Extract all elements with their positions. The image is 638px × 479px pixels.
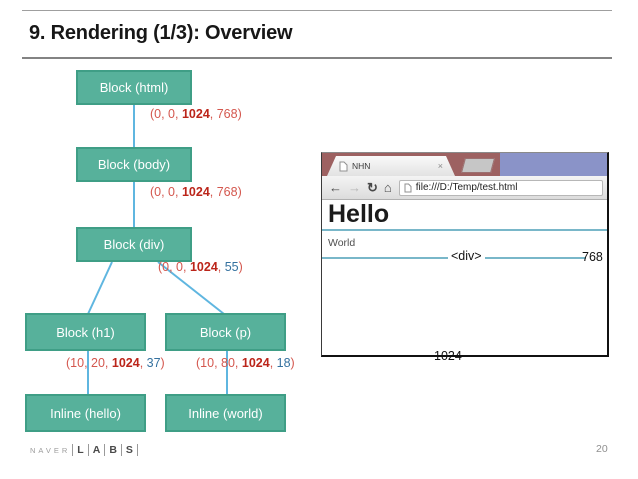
labs-divider: [136, 444, 138, 456]
coord-label-p: (10, 80, 1024, 18): [196, 356, 295, 370]
page-paragraph-world: World: [328, 237, 356, 249]
tree-node-inline-hello: Inline (hello): [25, 394, 146, 432]
window-frame-area: [500, 153, 607, 176]
tab-close-icon: ×: [437, 160, 443, 171]
labs-letter: A: [87, 444, 105, 456]
browser-toolbar: ← → ↻ ⌂ file:///D:/Temp/test.html: [322, 176, 607, 200]
home-icon: ⌂: [383, 180, 392, 195]
address-bar: file:///D:/Temp/test.html: [398, 179, 603, 196]
viewport-height-label: 768: [582, 250, 603, 264]
labs-letter: S: [120, 444, 137, 456]
page-heading-hello: Hello: [328, 200, 390, 228]
page-number: 20: [596, 443, 608, 455]
labs-letter: L: [72, 444, 87, 456]
tree-node-block-h1: Block (h1): [25, 313, 146, 351]
coord-label-h1: (10, 20, 1024, 37): [66, 356, 165, 370]
browser-tab-bar: NHN ×: [322, 153, 607, 176]
page-icon: [404, 183, 412, 192]
browser-page-content: Hello World <div> 768 1024: [322, 200, 607, 363]
tree-node-block-body: Block (body): [76, 147, 192, 182]
labs-letter: B: [104, 444, 121, 456]
div-annotation-label: <div>: [448, 249, 485, 263]
tree-node-inline-world: Inline (world): [165, 394, 286, 432]
coord-label-html: (0, 0, 1024, 768): [150, 107, 242, 121]
browser-screenshot: NHN × ← → ↻ ⌂ file:///D:/Temp/test.html …: [321, 152, 609, 363]
h1-boundary-line: [322, 229, 607, 231]
new-tab-button: [460, 158, 496, 173]
slide-title: 9. Rendering (1/3): Overview: [29, 22, 293, 44]
title-underline: [22, 57, 612, 59]
refresh-icon: ↻: [367, 180, 378, 195]
coord-label-body: (0, 0, 1024, 768): [150, 185, 242, 199]
browser-tab: NHN ×: [327, 156, 455, 176]
back-icon: ←: [329, 180, 342, 195]
naver-wordmark: NAVER: [30, 445, 71, 455]
tree-node-block-p: Block (p): [165, 313, 286, 351]
forward-icon: →: [348, 180, 361, 195]
connector-line: [87, 261, 113, 315]
tree-node-block-div: Block (div): [76, 227, 192, 262]
top-rule: [22, 10, 612, 11]
viewport-width-label: 1024: [434, 349, 462, 363]
coord-label-div: (0, 0, 1024, 55): [158, 260, 243, 274]
url-text: file:///D:/Temp/test.html: [415, 182, 518, 193]
page-icon: [339, 161, 348, 172]
naver-labs-logo: NAVER L A B S: [30, 444, 138, 456]
tree-node-block-html: Block (html): [76, 70, 192, 105]
tab-title: NHN: [352, 161, 371, 171]
